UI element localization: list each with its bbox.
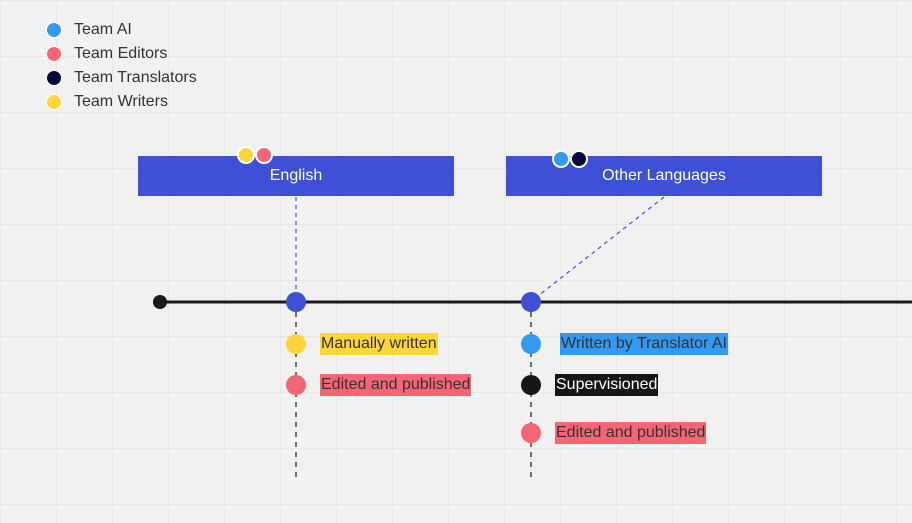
team-ai-dot-icon	[46, 22, 62, 38]
team-writers-dot-icon	[46, 94, 62, 110]
translator-avatar-icon	[570, 150, 588, 168]
english-title: English	[269, 167, 323, 184]
english-step-2-dot	[286, 375, 306, 395]
legend-item-team-translators: Team Translators	[46, 66, 197, 90]
english-step-1-label: Manually written	[320, 333, 438, 355]
english-step-1-dot	[286, 334, 306, 354]
english-step-2-label: Edited and published	[320, 374, 472, 396]
other-step-2-dot	[521, 375, 541, 395]
legend-item-team-ai: Team AI	[46, 18, 197, 42]
legend-label: Team AI	[74, 21, 132, 38]
team-editors-dot-icon	[46, 46, 62, 62]
ai-avatar-icon	[552, 150, 570, 168]
other-step-3-dot	[521, 423, 541, 443]
legend-item-team-writers: Team Writers	[46, 90, 197, 114]
timeline-start-dot	[153, 295, 167, 309]
legend-item-team-editors: Team Editors	[46, 42, 197, 66]
team-translators-dot-icon	[46, 70, 62, 86]
other-languages-link-line	[537, 196, 665, 297]
english-box[interactable]: English	[138, 156, 454, 196]
editor-avatar-icon	[255, 146, 273, 164]
legend-label: Team Editors	[74, 45, 168, 62]
english-milestone-dot[interactable]	[286, 292, 306, 312]
other-languages-title: Other Languages	[602, 167, 726, 184]
writer-avatar-icon	[237, 146, 255, 164]
other-step-1-label: Written by Translator AI	[560, 333, 728, 355]
other-step-3-label: Edited and published	[555, 422, 707, 444]
legend: Team AI Team Editors Team Translators Te…	[46, 18, 197, 114]
legend-label: Team Writers	[74, 93, 168, 110]
other-step-2-label: Supervisioned	[555, 374, 659, 396]
legend-label: Team Translators	[74, 69, 197, 86]
other-languages-milestone-dot[interactable]	[521, 292, 541, 312]
other-step-1-dot	[521, 334, 541, 354]
